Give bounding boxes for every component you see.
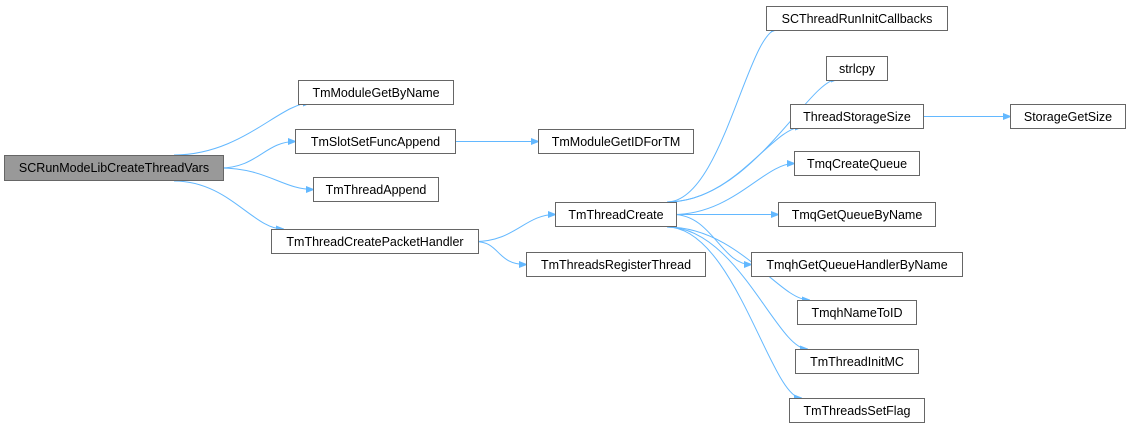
node-tmslotsetfuncappend[interactable]: TmSlotSetFuncAppend <box>295 129 456 154</box>
node-tmmodulegetbyname[interactable]: TmModuleGetByName <box>298 80 454 105</box>
edge-createph-to-register <box>474 241 526 265</box>
edge-root-to-thappend <box>219 167 313 190</box>
node-tmqgetqueuebyname[interactable]: TmqGetQueueByName <box>778 202 936 227</box>
edge-create-to-setflag <box>666 226 801 398</box>
node-tmthreadinitmc[interactable]: TmThreadInitMC <box>795 349 919 374</box>
node-tmthreadcreate[interactable]: TmThreadCreate <box>555 202 677 227</box>
node-tmmodulegetidfortm[interactable]: TmModuleGetIDForTM <box>538 129 694 154</box>
node-scthreadruninitcallbacks[interactable]: SCThreadRunInitCallbacks <box>766 6 948 31</box>
node-tmthreadsregisterthread[interactable]: TmThreadsRegisterThread <box>526 252 706 277</box>
edge-create-to-tmqhget <box>672 214 751 265</box>
node-storagegetsize[interactable]: StorageGetSize <box>1010 104 1126 129</box>
node-scrunmodelibcreatethreadvars: SCRunModeLibCreateThreadVars <box>4 155 224 181</box>
node-tmthreadssetflag[interactable]: TmThreadsSetFlag <box>789 398 925 423</box>
edge-root-to-modget <box>173 103 310 156</box>
node-tmthreadappend[interactable]: TmThreadAppend <box>313 177 439 202</box>
node-tmthreadcreatepackethandler[interactable]: TmThreadCreatePacketHandler <box>271 229 479 254</box>
node-threadstoragesize[interactable]: ThreadStorageSize <box>790 104 924 129</box>
node-tmqhnametoid[interactable]: TmqhNameToID <box>797 300 917 325</box>
node-tmqcreatequeue[interactable]: TmqCreateQueue <box>794 151 920 176</box>
edge-create-to-runinit <box>666 29 778 203</box>
edge-createph-to-create <box>474 215 555 242</box>
edge-root-to-createph <box>173 180 283 229</box>
edge-root-to-slotappend <box>219 142 295 169</box>
node-tmqhgetqueuehandlerbyname[interactable]: TmqhGetQueueHandlerByName <box>751 252 963 277</box>
node-strlcpy[interactable]: strlcpy <box>826 56 888 81</box>
edge-create-to-tmqcreate <box>672 164 794 215</box>
edge-create-to-storsize <box>666 127 802 203</box>
edge-create-to-initmc <box>666 226 807 349</box>
